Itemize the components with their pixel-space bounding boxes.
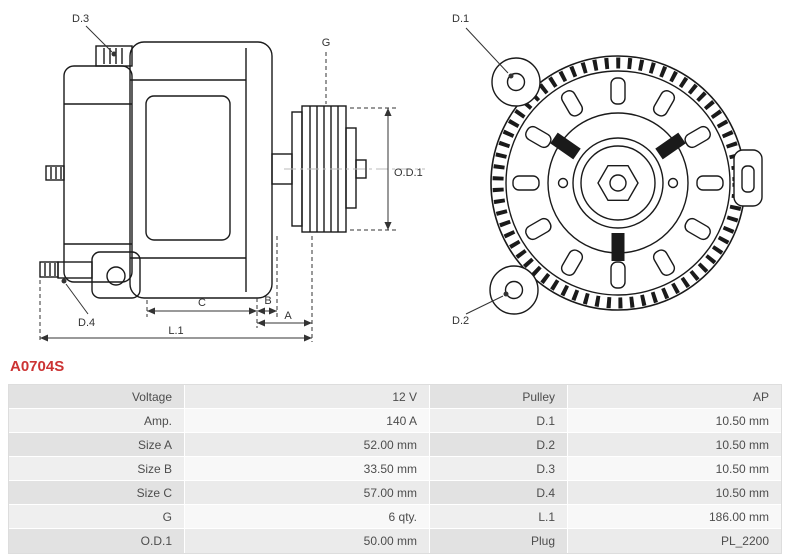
alternator-technical-drawing: D.3 D.4 G O.D.1 C B A L.1 [39, 13, 763, 342]
mounting-tab-right [733, 149, 763, 207]
spec-value: 6 qty. [185, 505, 430, 529]
spec-label: Amp. [9, 409, 185, 433]
front-view-dimensions [465, 27, 514, 315]
mounting-ear-top [491, 57, 541, 107]
mounting-ear [39, 251, 141, 299]
spec-value: 140 A [185, 409, 430, 433]
spec-value: 50.00 mm [185, 529, 430, 553]
spec-label: D.2 [430, 433, 568, 457]
table-row: O.D.1 50.00 mm Plug PL_2200 [9, 529, 781, 553]
terminal-stud [45, 165, 65, 181]
side-view-labels: D.3 D.4 G O.D.1 C B A L.1 [72, 13, 423, 337]
dim-label-d1: D.1 [452, 13, 469, 25]
spec-label: Size A [9, 433, 185, 457]
spec-label: Size B [9, 457, 185, 481]
spec-label: Size C [9, 481, 185, 505]
table-row: Amp. 140 A D.1 10.50 mm [9, 409, 781, 433]
side-view-dimensions [39, 25, 425, 342]
spec-label: Pulley [430, 385, 568, 409]
dim-label-l1: L.1 [168, 325, 183, 337]
dim-label-d4: D.4 [78, 317, 95, 329]
dim-label-c: C [198, 297, 206, 309]
side-view [39, 41, 367, 299]
spec-label: Voltage [9, 385, 185, 409]
dim-label-a: A [284, 310, 292, 322]
spec-table: Voltage 12 V Pulley AP Amp. 140 A D.1 10… [8, 384, 782, 554]
spec-value: 33.50 mm [185, 457, 430, 481]
spec-value: 10.50 mm [568, 457, 781, 481]
spec-value: PL_2200 [568, 529, 781, 553]
spec-label: D.4 [430, 481, 568, 505]
table-row: Size B 33.50 mm D.3 10.50 mm [9, 457, 781, 481]
dim-label-od1: O.D.1 [394, 167, 423, 179]
spec-label: G [9, 505, 185, 529]
spec-value: 186.00 mm [568, 505, 781, 529]
dim-label-d2: D.2 [452, 315, 469, 327]
table-row: Size A 52.00 mm D.2 10.50 mm [9, 433, 781, 457]
top-mount-boss [95, 45, 133, 67]
spec-value: 52.00 mm [185, 433, 430, 457]
part-number: A0704S [10, 358, 65, 375]
table-row: Size C 57.00 mm D.4 10.50 mm [9, 481, 781, 505]
front-bracket [129, 41, 273, 299]
mounting-bolt [39, 261, 59, 278]
spec-value: 12 V [185, 385, 430, 409]
spec-label: D.1 [430, 409, 568, 433]
spec-value: 57.00 mm [185, 481, 430, 505]
dim-label-g: G [322, 37, 331, 49]
shaft-nut-hex [597, 164, 639, 202]
front-view [489, 55, 763, 315]
front-view-labels: D.1 D.2 [452, 13, 469, 327]
dim-label-d3: D.3 [72, 13, 89, 25]
spec-label: Plug [430, 529, 568, 553]
spec-label: D.3 [430, 457, 568, 481]
spokes [550, 132, 686, 261]
spec-value: 10.50 mm [568, 433, 781, 457]
table-row: Voltage 12 V Pulley AP [9, 385, 781, 409]
spec-value: 10.50 mm [568, 409, 781, 433]
rear-housing [45, 45, 133, 283]
vent-slots [512, 77, 724, 289]
mounting-ear-bottom [489, 265, 539, 315]
dim-label-b: B [264, 295, 271, 307]
spec-label: L.1 [430, 505, 568, 529]
spec-value: AP [568, 385, 781, 409]
front-pulley [557, 137, 679, 229]
table-row: G 6 qty. L.1 186.00 mm [9, 505, 781, 529]
spec-value: 10.50 mm [568, 481, 781, 505]
spec-label: O.D.1 [9, 529, 185, 553]
